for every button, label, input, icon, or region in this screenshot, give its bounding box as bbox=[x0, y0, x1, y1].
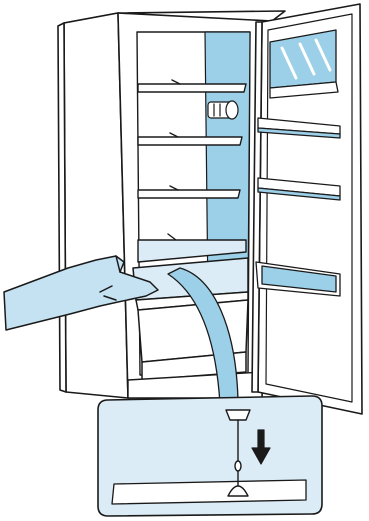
inset-tray bbox=[112, 480, 306, 504]
thermostat-knob-icon bbox=[208, 101, 238, 119]
door-dairy-compartment bbox=[270, 30, 338, 98]
detail-inset bbox=[98, 396, 322, 516]
